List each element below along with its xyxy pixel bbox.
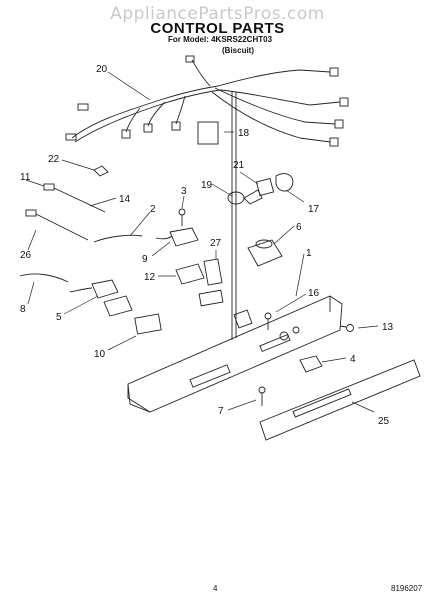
part-trim-strip[interactable]	[259, 359, 421, 441]
callout-2: 2	[150, 204, 156, 215]
model-line: For Model: 4KSRS22CHT03	[168, 35, 273, 44]
part-thermostat[interactable]	[155, 227, 199, 247]
part-bracket-plate[interactable]	[197, 121, 219, 145]
document-number: 8196207	[391, 584, 423, 593]
part-switch[interactable]	[175, 263, 205, 285]
part-control-housing[interactable]	[127, 92, 343, 413]
part-defrost-timer[interactable]	[247, 239, 283, 267]
callout-19: 19	[201, 180, 213, 191]
leader-lines	[25, 71, 379, 413]
color-variant: (Biscuit)	[222, 46, 254, 55]
part-light-socket[interactable]	[227, 173, 294, 205]
callout-25: 25	[378, 416, 390, 427]
callout-13: 13	[382, 322, 394, 333]
part-label-12[interactable]	[198, 289, 224, 307]
part-knob[interactable]	[299, 355, 323, 373]
callout-10: 10	[94, 349, 106, 360]
callout-22: 22	[48, 154, 60, 165]
part-sensor-wire[interactable]	[25, 183, 106, 241]
watermark: AppliancePartsPros.com	[110, 4, 325, 24]
part-label-27[interactable]	[203, 258, 223, 286]
part-damper-control[interactable]	[69, 279, 133, 317]
callout-8: 8	[20, 304, 26, 315]
part-tube[interactable]	[93, 234, 143, 243]
callout-9: 9	[142, 254, 148, 265]
callout-4: 4	[350, 354, 356, 365]
callout-17: 17	[308, 204, 320, 215]
callout-21: 21	[233, 160, 245, 171]
callout-1: 1	[306, 248, 312, 259]
callout-11: 11	[20, 172, 31, 183]
callout-16: 16	[308, 288, 320, 299]
part-screw-13[interactable]	[339, 324, 354, 332]
callout-20: 20	[96, 64, 108, 75]
part-wire-harness[interactable]	[65, 55, 349, 147]
part-screw-7[interactable]	[258, 386, 266, 406]
page-number: 4	[213, 584, 218, 593]
part-screw-16[interactable]	[264, 312, 272, 330]
diagram-title: CONTROL PARTS	[150, 20, 285, 37]
part-clip[interactable]	[93, 165, 109, 177]
callout-12: 12	[144, 272, 156, 283]
callout-7: 7	[218, 406, 224, 417]
callout-3: 3	[181, 186, 187, 197]
callout-14: 14	[119, 194, 131, 205]
callout-18: 18	[238, 128, 250, 139]
callout-5: 5	[56, 312, 62, 323]
callout-6: 6	[296, 222, 302, 233]
callout-26: 26	[20, 250, 32, 261]
part-tube-8[interactable]	[19, 273, 69, 283]
callout-27: 27	[210, 238, 222, 249]
part-screw-top[interactable]	[178, 208, 186, 226]
part-label-10[interactable]	[134, 313, 162, 335]
